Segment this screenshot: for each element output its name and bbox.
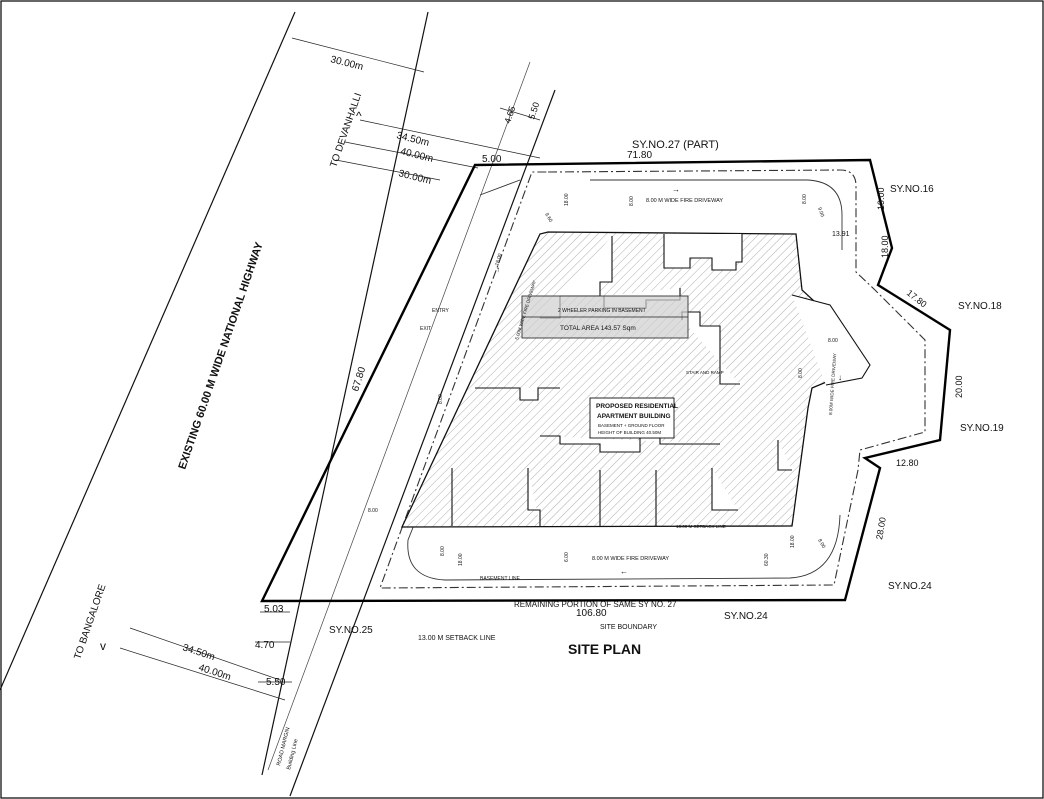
highway-name: EXISTING 60.00 M WIDE NATIONAL HIGHWAY bbox=[176, 240, 265, 471]
dim-28-00: 28.00 bbox=[874, 516, 888, 540]
sy-19: SY.NO.19 bbox=[960, 423, 1004, 434]
entry-label: ENTRY bbox=[432, 308, 450, 314]
dim-13-91: 13.91 bbox=[832, 231, 850, 238]
dim-34-50-top: 34.50m bbox=[395, 130, 430, 149]
dim-9-60: 9.60 bbox=[543, 212, 553, 224]
dim-5-00: 5.00 bbox=[482, 154, 502, 165]
sy-25: SY.NO.25 bbox=[329, 625, 373, 636]
building-line-label: Building Line bbox=[286, 738, 299, 770]
stair-ramp-label: STAIR AND RAMP bbox=[686, 370, 724, 375]
fire-driveway-ring bbox=[407, 179, 843, 581]
dim-5-03: 5.03 bbox=[264, 604, 284, 615]
fire-driveway-right: 8.00M WIDE FIRE DRIVEWAY bbox=[828, 353, 837, 415]
dim-30m-top: 30.00m bbox=[329, 54, 364, 73]
dim-8-00-b: 8.00 bbox=[802, 194, 808, 204]
sy-18: SY.NO.18 bbox=[958, 301, 1002, 312]
dim-17-80: 17.80 bbox=[905, 288, 929, 310]
dim-18-00-c: 18.00 bbox=[790, 535, 796, 548]
dim-8-00-g: 8.00 bbox=[798, 368, 804, 378]
total-area-label: TOTAL AREA 143.57 Sqm bbox=[560, 325, 636, 332]
dim-18-00-b: 18.00 bbox=[458, 553, 464, 566]
dim-19-00: 19.00 bbox=[876, 187, 886, 210]
sy-16: SY.NO.16 bbox=[890, 184, 934, 195]
dim-6-00: 6.00 bbox=[564, 552, 570, 562]
site-boundary-note: SITE BOUNDARY bbox=[600, 624, 657, 631]
dim-34-50-bottom: 34.50m bbox=[181, 642, 216, 663]
setback-line bbox=[379, 169, 926, 589]
building-title-3: BASEMENT + GROUND FLOOR bbox=[598, 423, 665, 428]
dim-106-80: 106.80 bbox=[576, 608, 607, 619]
dim-30m-mid: 30.00m bbox=[397, 168, 432, 187]
building-line bbox=[289, 89, 556, 797]
remaining-portion-note: REMAINING PORTION OF SAME SY NO. 27 bbox=[514, 600, 677, 609]
fire-driveway-top: 8.00 M WIDE FIRE DRIVEWAY bbox=[646, 198, 723, 204]
to-devanhalli-label: TO DEVANHALLI bbox=[328, 92, 364, 169]
highway-corridor bbox=[0, 11, 556, 797]
dim-18-00-side: 18.00 bbox=[880, 235, 890, 258]
driveway-arrow-left-icon: ↑ bbox=[496, 265, 500, 274]
building-title-1: PROPOSED RESIDENTIAL bbox=[596, 403, 678, 410]
building-notches bbox=[451, 234, 871, 526]
dim-4-70: 4.70 bbox=[255, 640, 275, 651]
setback-line-tag: 13.00 M SETBACK LINE bbox=[676, 524, 726, 529]
site-boundary bbox=[260, 158, 952, 603]
building-title-4: HEIGHT OF BUILDING 40.50M bbox=[598, 430, 661, 435]
dim-9-00: 9.00 bbox=[816, 207, 825, 218]
dim-8-00-a: 8.00 bbox=[629, 196, 635, 206]
driveway-arrow-bottom-icon: ← bbox=[620, 567, 628, 576]
dim-4-65: 4.65 bbox=[502, 105, 517, 125]
dim-18-00-d: 18.00 bbox=[494, 253, 503, 267]
fire-driveway-bottom: 8.00 M WIDE FIRE DRIVEWAY bbox=[592, 556, 669, 562]
highway-edge-east bbox=[261, 11, 429, 776]
arrow-north-icon: ^ bbox=[356, 109, 362, 123]
sy-27-part: SY.NO.27 (PART) bbox=[632, 139, 719, 151]
dim-8-00-f: 8.00 bbox=[438, 394, 444, 404]
dim-8-00-h: 8.00 bbox=[368, 508, 378, 514]
dim-5-50-top: 5.50 bbox=[526, 101, 541, 121]
dim-18-00-a: 18.00 bbox=[564, 193, 570, 206]
setback-13m-note: 13.00 M SETBACK LINE bbox=[418, 635, 496, 642]
building-label-box bbox=[589, 397, 675, 439]
dim-8-00-d: 8.00 bbox=[440, 546, 446, 556]
driveway-arrow-top-icon: → bbox=[672, 185, 680, 194]
dim-5-50-bottom: 5.50 bbox=[266, 677, 286, 688]
top-dimensions bbox=[119, 37, 541, 701]
sy-24-right: SY.NO.24 bbox=[888, 581, 932, 592]
dim-40-00-bottom: 40.00m bbox=[197, 662, 232, 683]
page-title: SITE PLAN bbox=[568, 641, 641, 657]
proposed-building bbox=[400, 231, 841, 528]
dim-40-00-top: 40.00m bbox=[399, 146, 434, 165]
exit-label: EXIT bbox=[420, 326, 431, 332]
dim-60-30: 60.30 bbox=[764, 553, 770, 566]
dim-8-00-e: 8.00 bbox=[816, 538, 826, 550]
dim-8-00-c: 8.00 bbox=[828, 338, 838, 344]
dim-12-80: 12.80 bbox=[896, 458, 919, 468]
driveway-arrow-right-icon: ↓ bbox=[838, 373, 842, 382]
highway-edge-west bbox=[0, 11, 296, 691]
dim-20-00: 20.00 bbox=[954, 375, 964, 398]
basement-line-tag: BASEMENT LINE bbox=[480, 576, 521, 582]
building-title-2: APARTMENT BUILDING bbox=[597, 413, 671, 420]
parking-label: 2 WHEELER PARKING IN BASEMENT bbox=[558, 308, 646, 314]
road-margin-line bbox=[267, 61, 531, 771]
arrow-south-icon: v bbox=[100, 639, 106, 653]
sy-24-bottom: SY.NO.24 bbox=[724, 611, 768, 622]
dim-71-80: 71.80 bbox=[627, 150, 652, 161]
